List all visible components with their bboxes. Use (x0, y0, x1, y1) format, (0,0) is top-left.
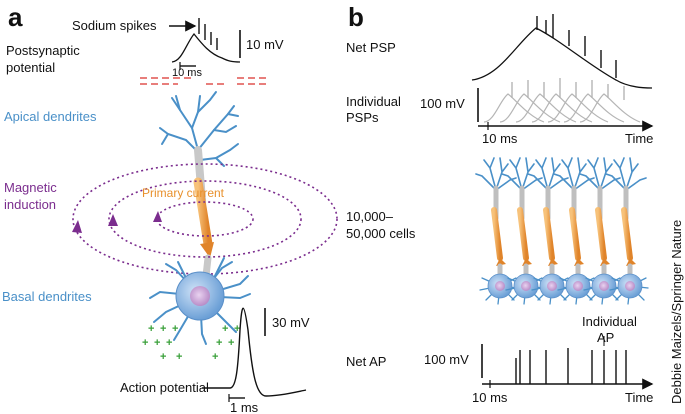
svg-text:+: + (142, 337, 148, 349)
net-ap-spikes (515, 348, 627, 384)
sodium-spike-lines (198, 18, 218, 50)
individual-ap-label-line1: Individual (582, 314, 637, 329)
magnetic-field-loops (72, 163, 338, 275)
magnetic-induction-label-line2: induction (4, 197, 57, 212)
cell-count-label-line1: 10,000– (346, 209, 393, 224)
net-ap-label: Net AP (346, 354, 387, 369)
primary-current-label: Primary current (142, 186, 225, 200)
magnetic-induction-label-line1: Magnetic (4, 180, 57, 195)
time-top-label: Time (625, 131, 654, 146)
panel-label-a: a (8, 2, 23, 32)
apical-dendrites-label: Apical dendrites (4, 109, 97, 124)
axis-10ms-top-label: 10 ms (482, 131, 518, 146)
basal-dendrites-label: Basal dendrites (2, 289, 92, 304)
svg-text:+: + (228, 337, 234, 349)
individual-ap-label-line2: AP (597, 330, 615, 345)
individual-psp-spikes (511, 78, 625, 100)
svg-text:+: + (216, 337, 222, 349)
apical-dendrite-tree (159, 91, 239, 167)
individual-psps-label-line2: PSPs (346, 110, 379, 125)
image-credit: Debbie Maizels/Springer Nature (669, 219, 684, 404)
svg-text:+: + (176, 351, 182, 363)
net-psp-spikes (536, 14, 617, 78)
individual-psps-label-line1: Individual (346, 94, 401, 109)
svg-text:+: + (160, 351, 166, 363)
scale-100mv-bottom-label: 100 mV (424, 352, 469, 367)
cell-count-label-line2: 50,000 cells (346, 226, 416, 241)
scale-10mv-label: 10 mV (246, 37, 284, 52)
field-direction-arrows (72, 211, 162, 233)
action-potential-trace (202, 307, 307, 397)
neuron-population (476, 158, 648, 304)
svg-text:+: + (160, 323, 166, 335)
scale-100mv-top-label: 100 mV (420, 96, 465, 111)
scale-30mv-label: 30 mV (272, 315, 310, 330)
svg-text:+: + (222, 323, 228, 335)
psp-trace (171, 32, 241, 63)
net-psp-label: Net PSP (346, 40, 396, 55)
svg-text:+: + (154, 337, 160, 349)
svg-text:+: + (148, 323, 154, 335)
action-potential-label: Action potential (120, 380, 209, 395)
postsynaptic-label-line2: potential (6, 60, 56, 75)
svg-text:+: + (166, 337, 172, 349)
panel-label-b: b (348, 2, 364, 32)
nucleus (190, 286, 210, 306)
scale-10ms-label: 10 ms (172, 67, 202, 79)
postsynaptic-label-line1: Postsynaptic (6, 43, 80, 58)
scale-1ms-label: 1 ms (230, 400, 259, 414)
time-bottom-label: Time (625, 390, 654, 405)
svg-text:+: + (212, 351, 218, 363)
axis-10ms-bottom-label: 10 ms (472, 390, 508, 405)
primary-current-arrow (193, 177, 213, 249)
individual-psp-traces (483, 93, 641, 123)
red-dashes (140, 77, 270, 85)
net-psp-trace (471, 27, 653, 89)
svg-text:+: + (234, 323, 240, 335)
sodium-spikes-label: Sodium spikes (72, 18, 157, 33)
svg-text:+: + (172, 323, 178, 335)
positive-charges: +++ ++ +++ ++ +++ (142, 323, 240, 363)
